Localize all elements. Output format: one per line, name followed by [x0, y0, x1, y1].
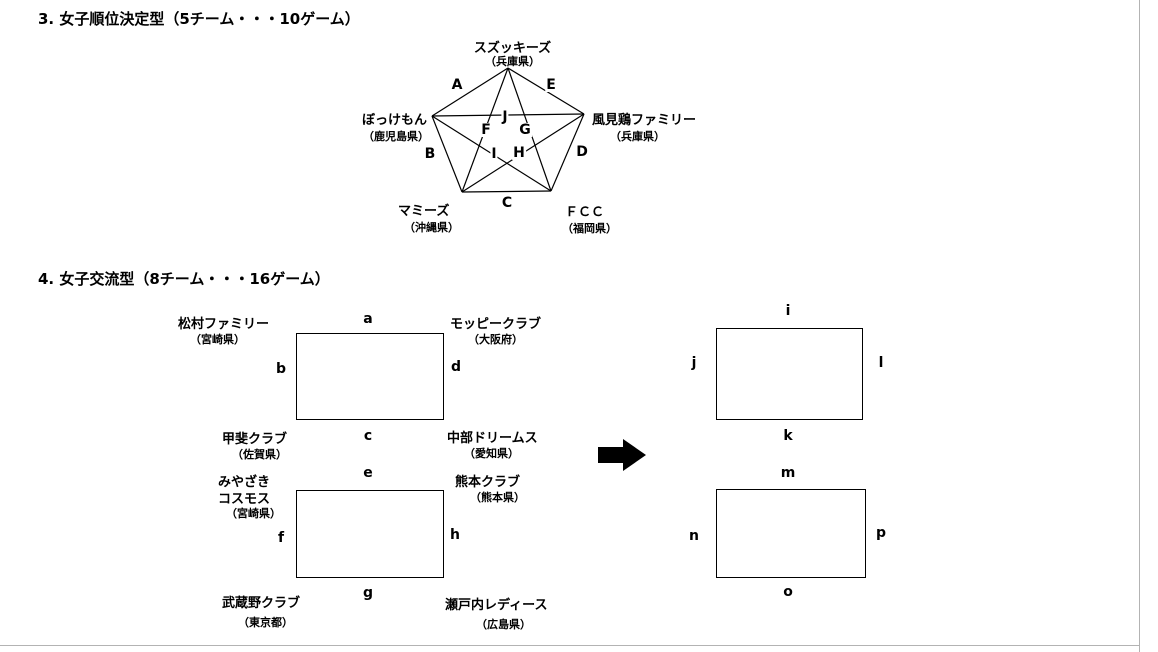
team-bottom-right-name: ＦＣＣ	[565, 205, 605, 220]
game-label-D: D	[575, 144, 589, 160]
game-label-E: E	[545, 77, 557, 93]
block1-team-bottom-right-name: 中部ドリームス	[447, 431, 538, 446]
block1-team-bottom-left-name: 甲斐クラブ	[222, 432, 288, 447]
game-label-h: h	[449, 527, 461, 543]
game-label-G: G	[518, 122, 532, 138]
block1-team-top-left-pref: （宮崎県）	[190, 333, 245, 346]
team-top-name: スズッキーズ	[473, 41, 552, 56]
game-label-J: J	[501, 109, 509, 125]
game-label-c: c	[362, 428, 374, 444]
game-label-e: e	[362, 465, 374, 481]
result-block2-court-rect	[716, 489, 866, 578]
game-label-A: A	[450, 77, 464, 93]
team-left-name: ぼっけもん	[361, 113, 427, 128]
team-right-pref: （兵庫県）	[610, 130, 665, 143]
game-label-H: H	[512, 145, 526, 161]
game-label-a: a	[362, 311, 374, 327]
game-line-A	[431, 67, 509, 117]
block2-team-top-right-pref: （熊本県）	[470, 491, 525, 504]
game-label-m: m	[779, 465, 797, 481]
team-bottom-left-name: マミーズ	[398, 204, 450, 219]
block2-team-bottom-left-name: 武蔵野クラブ	[222, 596, 301, 611]
game-label-d: d	[449, 359, 463, 375]
game-label-p: p	[874, 525, 888, 541]
block1-team-bottom-right-pref: （愛知県）	[464, 447, 519, 460]
block2-court-rect	[296, 490, 444, 578]
result-block1-court-rect	[716, 328, 863, 420]
section4-title: 4. 女子交流型（8チーム・・・16ゲーム）	[38, 270, 330, 288]
block2-team-top-right-name: 熊本クラブ	[455, 475, 521, 490]
game-line-C	[461, 190, 552, 193]
game-label-l: l	[877, 355, 885, 371]
game-line-B	[431, 115, 463, 193]
block2-team-top-left-name-line2: コスモス	[218, 492, 271, 507]
game-label-k: k	[782, 428, 794, 444]
block2-team-bottom-right-name: 瀬戸内レディース	[445, 598, 548, 613]
team-right-name: 風見鶏ファミリー	[592, 113, 697, 128]
game-line-D	[550, 113, 585, 192]
game-label-I: I	[490, 146, 498, 162]
team-top-pref: （兵庫県）	[485, 55, 540, 68]
block1-team-bottom-left-pref: （佐賀県）	[232, 448, 287, 461]
block1-team-top-right-pref: （大阪府）	[468, 333, 523, 346]
right-arrow-icon	[598, 439, 646, 471]
team-bottom-left-pref: （沖縄県）	[404, 221, 459, 234]
game-label-C: C	[500, 195, 514, 211]
page-edge-horizontal	[0, 645, 1140, 646]
game-label-g: g	[361, 585, 375, 601]
block2-team-top-left-name-line1: みやざき	[218, 475, 271, 490]
game-label-j: j	[690, 355, 698, 371]
game-label-n: n	[688, 528, 700, 544]
team-bottom-right-pref: （福岡県）	[562, 222, 617, 235]
block1-team-top-left-name: 松村ファミリー	[178, 317, 270, 332]
game-label-B: B	[423, 146, 437, 162]
game-label-i: i	[784, 303, 792, 319]
game-label-f: f	[276, 530, 286, 546]
block2-team-top-left-pref: （宮崎県）	[226, 507, 281, 520]
team-left-pref: （鹿児島県）	[363, 130, 429, 143]
block1-court-rect	[296, 333, 444, 420]
game-label-o: o	[782, 584, 794, 600]
game-label-b: b	[274, 361, 288, 377]
block1-team-top-right-name: モッピークラブ	[450, 317, 542, 332]
game-label-F: F	[480, 122, 492, 138]
page-edge-vertical	[1139, 0, 1140, 652]
section3-title: 3. 女子順位決定型（5チーム・・・10ゲーム）	[38, 10, 360, 28]
block2-team-bottom-left-pref: （東京都）	[238, 616, 293, 629]
block2-team-bottom-right-pref: （広島県）	[476, 618, 531, 631]
